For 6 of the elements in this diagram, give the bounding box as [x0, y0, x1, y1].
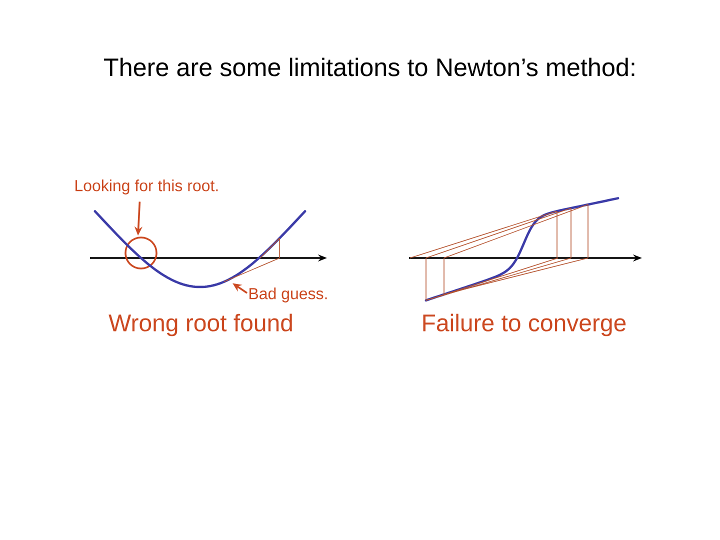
- callout-text: Bad guess.: [250, 288, 327, 302]
- parabola-curve: [94, 210, 306, 288]
- panel-caption: Wrong root found: [108, 314, 292, 336]
- callout-text: Looking for this root.: [76, 180, 218, 194]
- title: There are some limitations to Newton’s method:: [104, 58, 634, 76]
- panel-caption: Failure to converge: [423, 314, 626, 336]
